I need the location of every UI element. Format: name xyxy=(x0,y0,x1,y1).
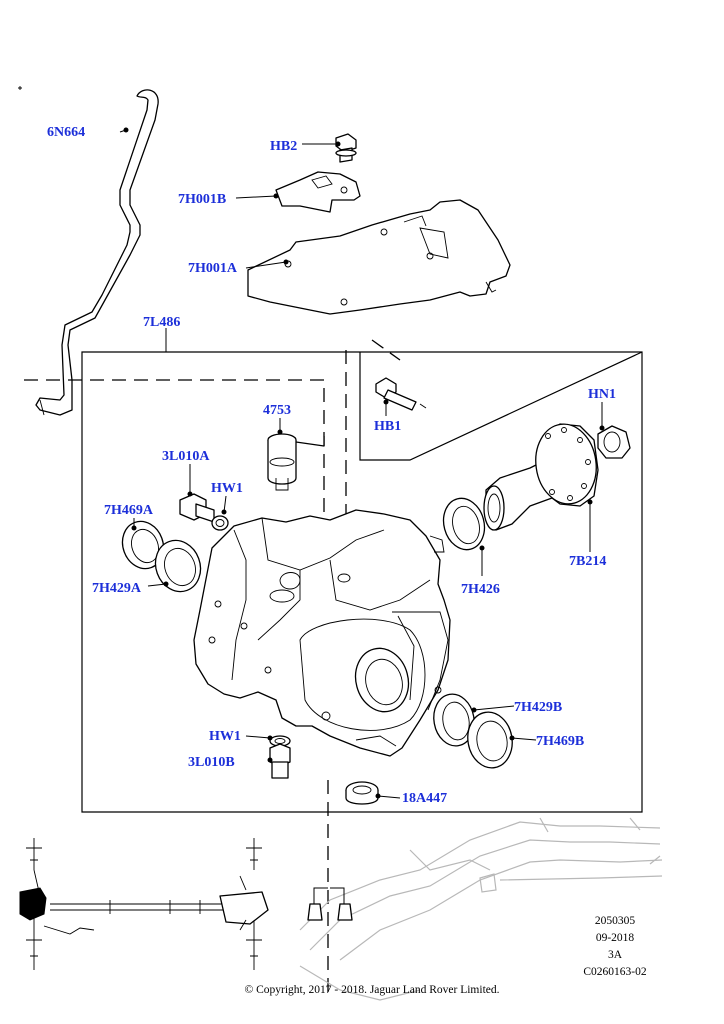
heat-shield-7h001b-part xyxy=(275,171,361,213)
locator-highlight xyxy=(19,887,47,921)
plug-3l010b-part xyxy=(269,743,291,779)
bolt-hb1-part xyxy=(375,377,427,411)
callout-7h469b[interactable]: 7H469B xyxy=(536,734,584,749)
output-flange-7b214-part xyxy=(483,423,599,531)
corner-mark xyxy=(18,86,22,90)
vehicle-locator-diagram xyxy=(19,838,269,970)
heat-shield-7h001a-part xyxy=(247,199,511,315)
callout-7h429a[interactable]: 7H429A xyxy=(92,581,142,596)
reference-line-3: 3A xyxy=(608,949,623,961)
reference-block: 2050305 09-2018 3A C0260163-02 xyxy=(583,915,647,978)
oring-7h426-part xyxy=(442,497,486,551)
callout-hb1[interactable]: HB1 xyxy=(374,419,401,434)
callout-7h469a[interactable]: 7H469A xyxy=(104,503,154,518)
assembly-frame-7l486 xyxy=(81,328,643,813)
callout-7b214[interactable]: 7B214 xyxy=(569,554,606,569)
callout-labels: 6N664 HB2 7H001B 7H001A 7L486 4753 HB1 H… xyxy=(47,125,616,806)
seal-7h469a-part xyxy=(121,520,165,570)
dashed-assembly-lines xyxy=(24,339,401,1000)
callout-7h426[interactable]: 7H426 xyxy=(461,582,500,597)
breather-tube-part xyxy=(35,89,159,416)
nut-hn1-part xyxy=(597,425,631,459)
reference-line-1: 2050305 xyxy=(595,915,636,927)
callout-hn1[interactable]: HN1 xyxy=(588,387,616,402)
callout-7l486[interactable]: 7L486 xyxy=(143,315,180,330)
callout-3l010b[interactable]: 3L010B xyxy=(188,755,235,770)
callout-7h429b[interactable]: 7H429B xyxy=(514,700,562,715)
callout-7h001a[interactable]: 7H001A xyxy=(188,261,238,276)
callout-hw1-top[interactable]: HW1 xyxy=(211,481,243,496)
oring-7h429b-part xyxy=(433,693,475,747)
reference-line-2: 09-2018 xyxy=(596,932,635,944)
bolt-hb2-part xyxy=(335,133,357,163)
reference-line-4: C0260163-02 xyxy=(583,966,647,978)
context-outline-ghost xyxy=(299,817,663,1001)
oring-7h429a-part xyxy=(154,539,202,593)
callout-7h001b[interactable]: 7H001B xyxy=(178,192,226,207)
callout-4753[interactable]: 4753 xyxy=(263,403,291,418)
plug-3l010a-part xyxy=(179,493,215,523)
copyright-notice: © Copyright, 2017 - 2018. Jaguar Land Ro… xyxy=(245,984,500,996)
differential-housing-part xyxy=(193,509,451,757)
callout-6n664[interactable]: 6N664 xyxy=(47,125,85,140)
seal-7h469b-part xyxy=(467,711,513,769)
callout-18a447[interactable]: 18A447 xyxy=(402,791,447,806)
callout-hb2[interactable]: HB2 xyxy=(270,139,297,154)
sensor-4753-part xyxy=(267,433,325,491)
leader-lines xyxy=(119,127,605,799)
washer-hw1-top-part xyxy=(211,515,229,531)
callout-hw1-bottom[interactable]: HW1 xyxy=(209,729,241,744)
callout-3l010a[interactable]: 3L010A xyxy=(162,449,210,464)
seal-18a447-part xyxy=(345,781,379,805)
